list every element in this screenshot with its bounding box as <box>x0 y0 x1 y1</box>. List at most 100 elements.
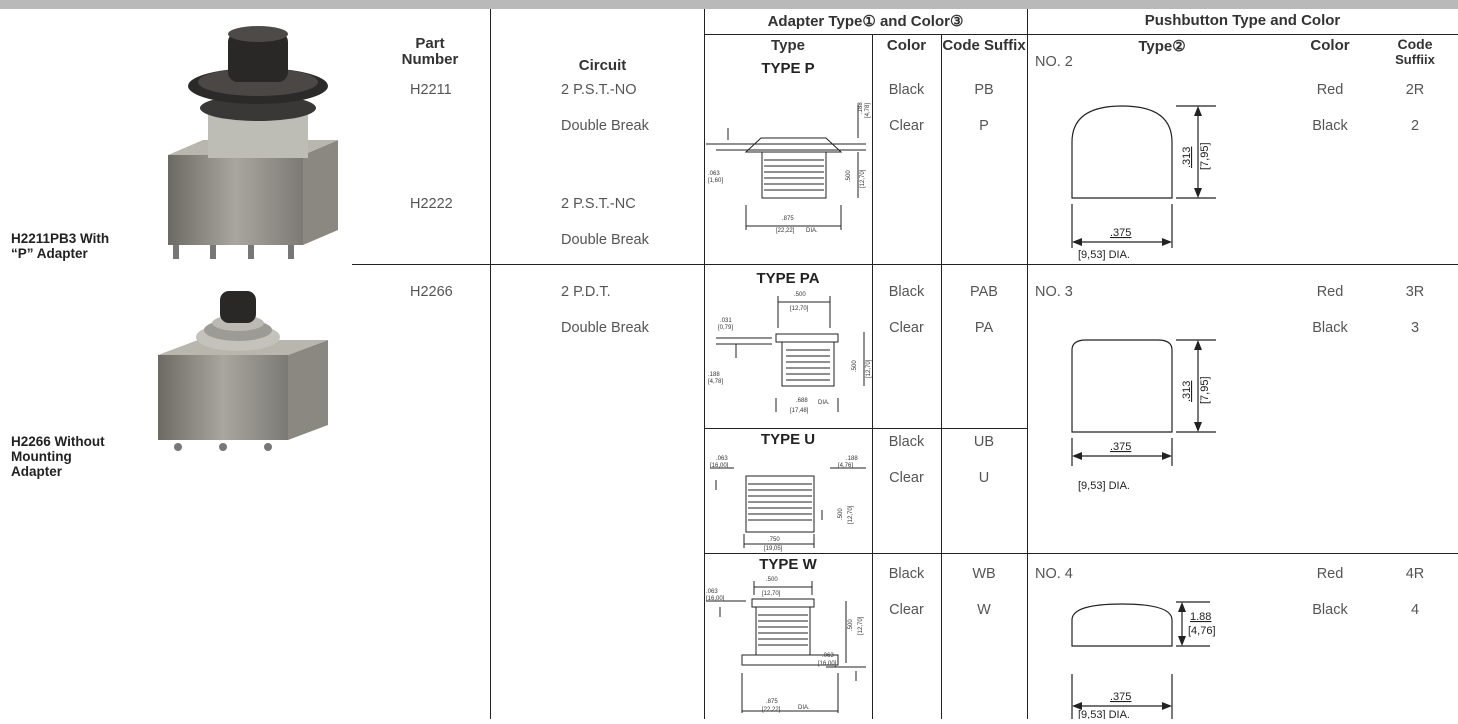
header-adapter-code: Code Suffix <box>942 37 1026 54</box>
w-dim-1600: [16,00] <box>706 596 725 602</box>
pb-no4-code-4: 4 <box>1410 602 1420 618</box>
w-dim-875: .875 <box>766 699 778 705</box>
adapter-p-code-pb: PB <box>974 82 994 98</box>
u-dim-1905: [19,05] <box>764 546 783 552</box>
p-dim-160: [1,60] <box>708 178 723 184</box>
circuit-h2266-line2: Double Break <box>561 320 649 336</box>
header-adapter-group: Adapter Type① and Color③ <box>767 13 964 30</box>
adapter-w-code-wb: WB <box>972 566 996 582</box>
photo2-caption-line2: Mounting <box>11 449 72 464</box>
pb-no3-dia-mm: [9,53] DIA. <box>1078 480 1130 492</box>
header-part-line1: Part <box>415 35 445 52</box>
adapter-type-w-label: TYPE W <box>759 556 817 573</box>
pushbutton-no2-drawing: .313 [7,95] .375 [9,53] DIA. <box>1030 72 1250 267</box>
row-divider-2 <box>704 428 1027 429</box>
p-dim-478: [4,78] <box>865 103 871 118</box>
header-part-line2: Number <box>401 51 459 68</box>
pb-no3-height: .313 <box>1181 381 1193 402</box>
adapter-w-drawing: .500 [12,70] .063 [16,00] .063 [16,00] .… <box>706 573 872 724</box>
pb-no4-code-4r: 4R <box>1405 566 1425 582</box>
pushbutton-no2-label: NO. 2 <box>1035 54 1073 70</box>
product-photo-h2266 <box>148 285 343 465</box>
pa-dim-1270: [12,70] <box>790 306 809 312</box>
circuit-h2222-line1: 2 P.S.T.-NC <box>561 196 636 212</box>
header-adapter-type: Type <box>771 37 805 54</box>
w-dim-500: .500 <box>766 577 778 583</box>
adapter-u-code-ub: UB <box>973 434 995 450</box>
pb-no2-color-black: Black <box>1312 118 1348 134</box>
u-dim-750: .750 <box>768 537 780 543</box>
photo1-caption-line1: H2211PB3 With <box>11 231 110 246</box>
w-dim-1600b: [16,00] <box>818 661 837 667</box>
pb-no2-dia-mm: [9,53] DIA. <box>1078 249 1130 261</box>
pb-no3-code-3: 3 <box>1410 320 1420 336</box>
pa-dim-188: .188 <box>708 372 720 378</box>
photo2-caption-line1: H2266 Without <box>11 434 105 449</box>
adapter-p-color-black: Black <box>888 82 925 98</box>
pb-no4-dia-mm: [9,53] DIA. <box>1078 709 1130 719</box>
p-dim-2222: [22,22] <box>776 228 795 234</box>
adapter-w-code-w: W <box>977 602 991 618</box>
product-photo-h2211pb3 <box>148 20 348 265</box>
adapter-pa-code-pab: PAB <box>970 284 998 300</box>
adapter-w-color-black: Black <box>888 566 925 582</box>
adapter-type-p-label: TYPE P <box>761 60 815 77</box>
pb-no4-height: 1.88 <box>1190 611 1211 623</box>
pa-dim-079: [0,79] <box>718 325 733 331</box>
pb-no2-color-red: Red <box>1316 82 1344 98</box>
w-dim-063: .063 <box>706 589 718 595</box>
p-dim-063: .063 <box>708 171 720 177</box>
pa-dim-500v: .500 <box>852 360 858 372</box>
pushbutton-no3-label: NO. 3 <box>1035 284 1073 300</box>
pushbutton-no4-drawing: 1.88 [4,76] .375 [9,53] DIA. <box>1030 582 1250 724</box>
divider-adapter-code <box>941 34 942 719</box>
adapter-pa-color-clear: Clear <box>889 320 924 336</box>
pb-no2-code-2r: 2R <box>1405 82 1425 98</box>
pb-no4-color-red: Red <box>1316 566 1344 582</box>
circuit-h2211-line1: 2 P.S.T.-NO <box>561 82 637 98</box>
pb-no3-color-black: Black <box>1312 320 1348 336</box>
u-dim-476: [4,76] <box>838 463 853 469</box>
header-adapter-color: Color <box>886 37 927 54</box>
adapter-pa-code-pa: PA <box>974 320 994 336</box>
w-dim-500v: .500 <box>848 619 854 631</box>
part-h2222: H2222 <box>410 196 453 212</box>
adapter-p-color-clear: Clear <box>889 118 924 134</box>
pb-no4-height-mm: [4,76] <box>1188 625 1216 637</box>
pa-dim-031: .031 <box>720 318 732 324</box>
pb-no2-height: .313 <box>1181 147 1193 168</box>
p-dim-500: .500 <box>846 170 852 182</box>
adapter-p-drawing: .188 [4,78] .063 [1,60] .500 [12,70] .87… <box>706 80 872 265</box>
p-dim-1270: [12,70] <box>860 169 866 188</box>
pa-dim-688: .688 <box>796 398 808 404</box>
pb-no3-code-3r: 3R <box>1405 284 1425 300</box>
p-dim-188: .188 <box>858 102 864 114</box>
divider-adapter-color <box>872 34 873 719</box>
w-dim-1270: [12,70] <box>762 591 781 597</box>
header-pushbutton-group: Pushbutton Type and Color <box>1144 12 1341 29</box>
photo2-caption: H2266 Without Mounting Adapter <box>11 434 105 479</box>
header-circuit: Circuit <box>578 57 627 74</box>
row-divider-1 <box>352 264 1458 265</box>
pb-no2-code-2: 2 <box>1410 118 1420 134</box>
u-dim-188: .188 <box>846 456 858 462</box>
pb-no3-height-mm: [7,95] <box>1199 376 1211 404</box>
header-part-number: Part Number <box>385 35 475 68</box>
adapter-u-drawing: .063 [16,00] .188 [4,76] .500 [12,70] .7… <box>706 448 872 557</box>
group-header-underline <box>704 34 1458 35</box>
pb-no3-dia: .375 <box>1110 441 1131 453</box>
pa-dim-478: [4,78] <box>708 379 723 385</box>
pb-no4-color-black: Black <box>1312 602 1348 618</box>
pushbutton-no4-label: NO. 4 <box>1035 566 1073 582</box>
p-dim-dia: DIA. <box>806 228 818 234</box>
w-dim-063b: .063 <box>822 653 834 659</box>
u-dim-063: .063 <box>716 456 728 462</box>
header-pb-code-line2: Suffiix <box>1395 52 1435 67</box>
top-banner-bar <box>0 0 1458 9</box>
adapter-type-pa-label: TYPE PA <box>756 270 820 287</box>
u-dim-1600: [16,00] <box>710 463 729 469</box>
u-dim-1270: [12,70] <box>848 505 854 524</box>
divider-circuit-adapter <box>490 9 491 719</box>
header-pb-code-line1: Code <box>1397 36 1433 52</box>
pa-dim-1748: [17,48] <box>790 408 809 414</box>
